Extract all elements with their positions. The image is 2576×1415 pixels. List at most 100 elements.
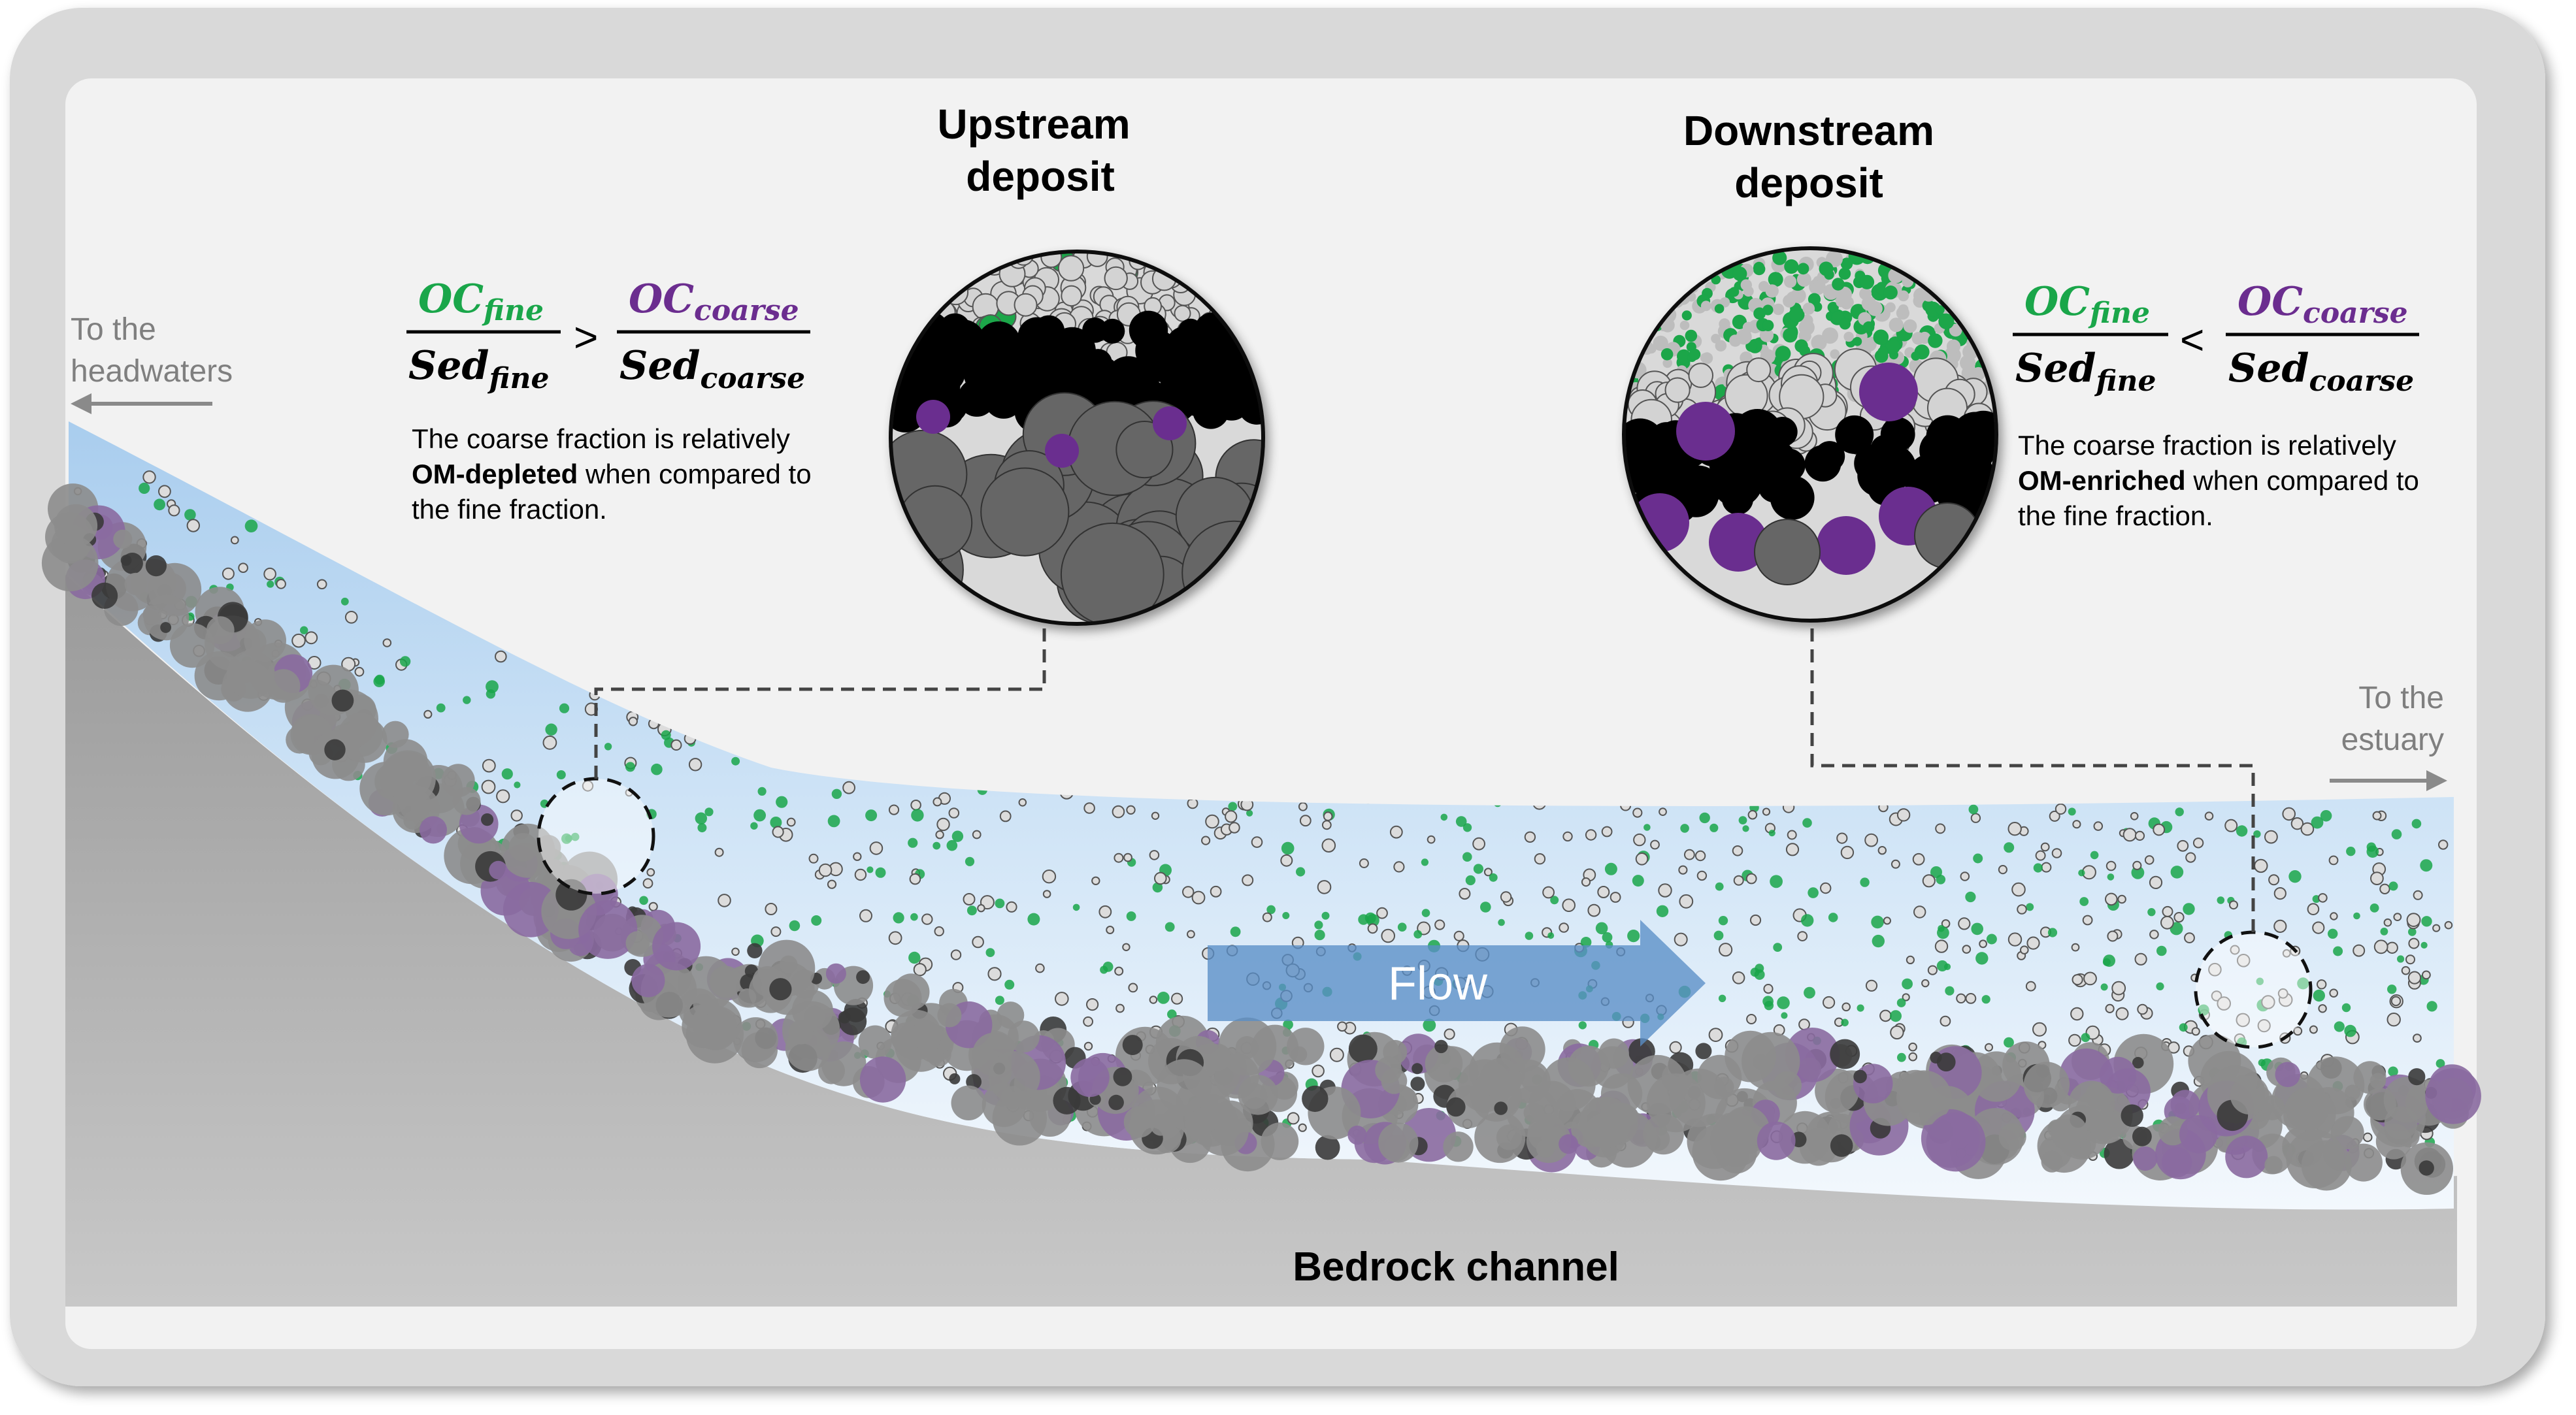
up-fine-grain — [1174, 304, 1191, 322]
fine-oc-particle — [1643, 824, 1651, 831]
down-fine-grain — [1681, 310, 1692, 321]
fine-oc-particle — [995, 996, 1004, 1005]
fine-oc-particle — [2198, 1004, 2209, 1016]
fine-oc-particle — [2344, 1024, 2356, 1037]
up-sed-fine: Sed — [408, 343, 489, 389]
down-fine-grain — [1796, 272, 1811, 287]
fine-oc-particle — [267, 580, 274, 588]
down-fine-grain — [1802, 302, 1815, 315]
coarse-grain — [452, 787, 481, 815]
upstream-caption-line3: the fine fraction. — [412, 494, 607, 525]
fine-sediment-particle — [2132, 860, 2142, 871]
downstream-caption-line3: the fine fraction. — [2018, 500, 2213, 531]
fine-sediment-particle — [1483, 868, 1493, 877]
down-fine-grain — [1883, 285, 1898, 300]
coarse-grain — [1348, 1034, 1378, 1064]
fine-sediment-particle — [2307, 903, 2320, 915]
coarse-grain — [2179, 1115, 2218, 1154]
up-black-grain — [1208, 369, 1237, 398]
fine-oc-particle — [1770, 875, 1783, 888]
coarse-grain — [508, 833, 538, 862]
fine-oc-particle — [2334, 1021, 2345, 1032]
fine-sediment-particle — [2082, 915, 2093, 926]
fine-oc-particle — [2078, 870, 2085, 877]
coarse-grain — [1773, 1071, 1802, 1100]
fine-sediment-particle — [1389, 825, 1403, 839]
coarse-grain — [2132, 1056, 2144, 1069]
fine-oc-particle — [1945, 986, 1955, 996]
fine-sediment-particle — [2372, 811, 2382, 821]
down-fine-grain — [1660, 348, 1674, 361]
fine-sediment-particle — [1083, 802, 1095, 814]
fine-sediment-particle — [2134, 952, 2147, 966]
fine-sediment-particle — [1251, 836, 1263, 848]
fine-sediment-particle — [888, 931, 902, 945]
upstream-sample-marker — [537, 777, 655, 896]
fine-sediment-particle — [1115, 1003, 1125, 1013]
fine-oc-particle — [2102, 958, 2111, 966]
fine-oc-particle — [184, 509, 196, 521]
coarse-grain — [747, 943, 763, 959]
down-fine-grain — [1931, 334, 1941, 345]
fine-sediment-particle — [646, 868, 655, 877]
fine-sediment-particle — [1908, 1052, 1917, 1062]
fine-oc-particle — [985, 948, 995, 957]
fine-sediment-particle — [2379, 883, 2390, 895]
coarse-grain — [1261, 1122, 1299, 1160]
coarse-grain — [383, 752, 432, 801]
fine-sediment-particle — [718, 894, 731, 907]
up-oc-fine: OC — [418, 276, 484, 322]
bedrock-channel-label: Bedrock channel — [1293, 1244, 1619, 1290]
down-oc-coarse-sub: coarse — [2303, 297, 2408, 330]
fine-sediment-particle — [1747, 810, 1758, 820]
fine-sediment-particle — [2282, 949, 2291, 958]
fine-sediment-particle — [2149, 875, 2163, 890]
coarse-grain — [2275, 1062, 2301, 1088]
fine-oc-particle — [2408, 928, 2417, 936]
coarse-grain — [2286, 1130, 2345, 1189]
fine-oc-particle — [2341, 1003, 2351, 1013]
fine-sediment-particle — [1684, 849, 1695, 860]
fine-oc-particle — [753, 809, 766, 822]
down-fine-grain — [1700, 301, 1711, 312]
fine-sediment-particle — [910, 800, 921, 811]
fine-sediment-particle — [2386, 1013, 2401, 1027]
fine-sediment-particle — [1733, 875, 1744, 886]
fine-oc-particle — [1027, 913, 1040, 926]
fine-oc-particle — [1902, 978, 1913, 990]
fine-sediment-particle — [2162, 905, 2173, 917]
fine-sediment-particle — [1960, 871, 1970, 881]
fine-oc-particle — [1413, 930, 1423, 939]
fine-sediment-particle — [1708, 1028, 1723, 1042]
fine-sediment-particle — [2068, 1033, 2081, 1047]
arrow-right-icon — [2330, 770, 2447, 791]
fine-sediment-particle — [2072, 820, 2081, 829]
fine-sediment-particle — [2049, 810, 2060, 822]
fine-oc-particle — [770, 817, 782, 828]
coarse-grain — [1070, 1058, 1110, 1098]
down-black-grain — [1835, 415, 1874, 454]
fine-oc-particle — [875, 867, 886, 878]
fine-sediment-particle — [2032, 1022, 2047, 1037]
coarse-grain — [2170, 1090, 2200, 1120]
fine-sediment-particle — [772, 826, 784, 838]
fine-sediment-particle — [948, 807, 960, 819]
fine-sediment-particle — [909, 873, 921, 885]
fine-sediment-particle — [2191, 1027, 2200, 1036]
down-mid-grain — [1664, 377, 1691, 403]
coarse-grain — [1347, 1126, 1367, 1145]
coarse-grain — [951, 1085, 986, 1121]
fine-sediment-particle — [2309, 1025, 2318, 1034]
fine-oc-particle — [1157, 992, 1170, 1004]
fine-sediment-particle — [1587, 903, 1601, 917]
fine-sediment-particle — [1840, 845, 1855, 860]
down-fine-grain — [1935, 305, 1945, 315]
fine-sediment-particle — [1091, 876, 1100, 886]
fine-sediment-particle — [2144, 855, 2155, 865]
fine-sediment-particle — [1122, 943, 1131, 952]
fine-sediment-particle — [1098, 905, 1112, 919]
up-oc-fine-sub: fine — [482, 294, 544, 327]
fine-oc-particle — [789, 920, 801, 932]
fine-sediment-particle — [2290, 817, 2304, 830]
fine-sediment-particle — [1321, 838, 1336, 853]
